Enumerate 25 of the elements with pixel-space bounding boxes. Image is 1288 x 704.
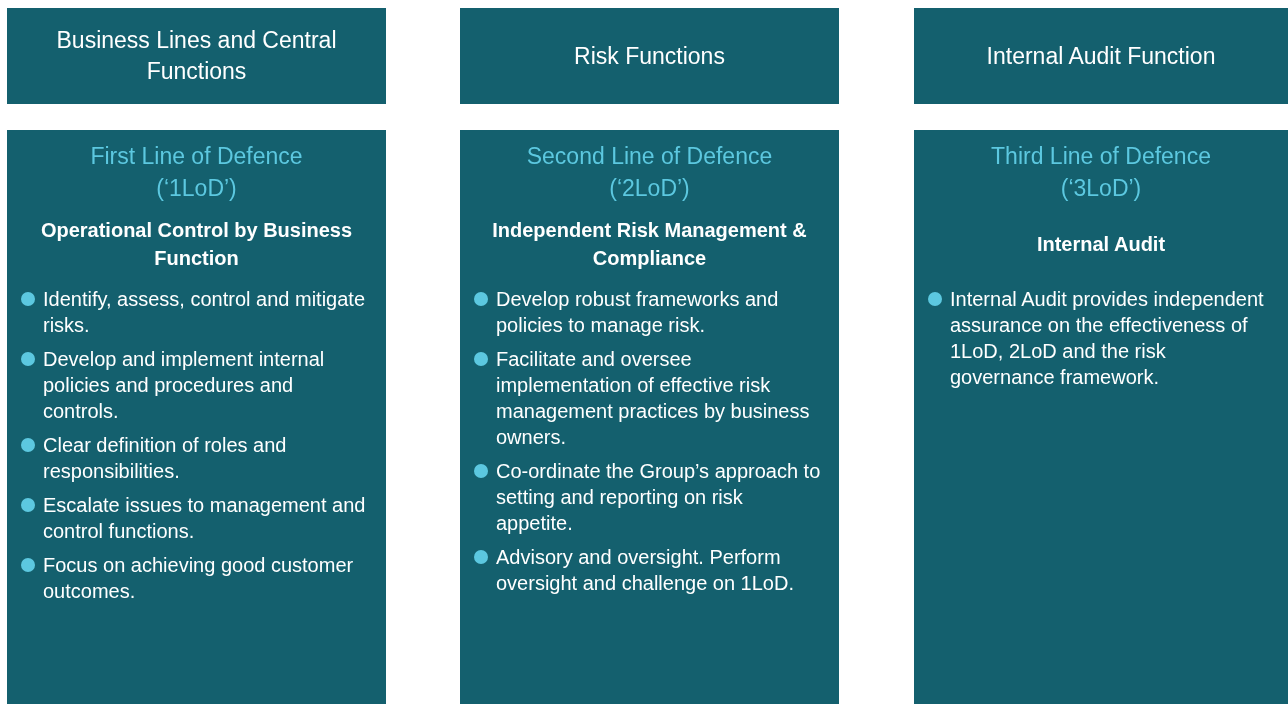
panel-subtitle: Operational Control by Business Function [39, 218, 354, 271]
header-box [914, 8, 1288, 104]
panel-title: Second Line of Defence (‘2LoD’) [525, 142, 774, 203]
bullet-text: Develop and implement internal policies and procedures and controls. [43, 347, 326, 424]
header-text: Risk Functions [574, 41, 725, 71]
header-text: Internal Audit Function [986, 41, 1216, 71]
panel-subtitle: Independent Risk Management & Compliance [491, 218, 808, 271]
bullet-text: Identify, assess, control and mitigate risks. [43, 287, 366, 338]
bullet-text: Develop robust frameworks and policies to manage risk. [496, 287, 780, 338]
header-box [7, 8, 386, 104]
bullet-text: Focus on achieving good customer outcomes. [43, 553, 355, 604]
panel-subtitle: Internal Audit [1035, 232, 1167, 257]
bullet-text: Escalate issues to management and control functions. [43, 493, 367, 544]
defence-line-panel [914, 130, 1288, 704]
panel-title: Third Line of Defence (‘3LoD’) [990, 142, 1212, 203]
panel-title: First Line of Defence (‘1LoD’) [89, 142, 304, 203]
bullet-text: Internal Audit provides independent assurance on the effectiveness of 1LoD, 2LoD and the risk governance framework. [950, 287, 1265, 390]
defence-line-panel [460, 130, 839, 704]
defence-line-panel [7, 130, 386, 704]
header-box [460, 8, 839, 104]
bullet-text: Advisory and oversight. Perform oversight and challenge on 1LoD. [496, 545, 795, 596]
bullet-text: Co-ordinate the Group’s approach to setting and reporting on risk appetite. [496, 459, 822, 536]
bullet-text: Clear definition of roles and responsibilities. [43, 433, 288, 484]
bullet-text: Facilitate and oversee implementation of effective risk management practices by business owners. [496, 347, 811, 450]
header-text: Business Lines and Central Functions [55, 26, 338, 86]
